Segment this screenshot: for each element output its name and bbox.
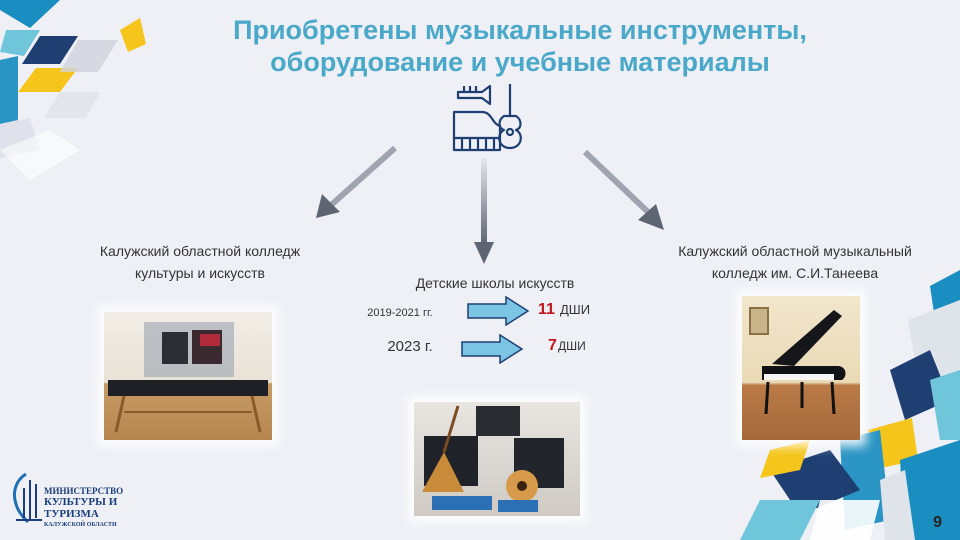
unit-row-2: ДШИ: [558, 339, 586, 353]
ministry-logo-text: МИНИСТЕРСТВО КУЛЬТУРЫ И ТУРИЗМА КАЛУЖСКО…: [44, 486, 124, 528]
arrow-right: [582, 149, 664, 230]
xylophone-accordions-image: [108, 322, 268, 433]
page-number: 9: [933, 514, 942, 531]
title-line-1: Приобретены музыкальные инструменты,: [233, 15, 807, 45]
right-college-name: Калужский областной музыкальный колледж …: [678, 243, 912, 281]
arrow-center: [474, 158, 494, 264]
left-photo-instruments: [104, 312, 272, 440]
blue-arrow-row-2: [461, 334, 524, 364]
ministry-emblem-icon: [12, 472, 42, 524]
period-row-2: 2023 г.: [387, 338, 433, 355]
count-row-1: 11: [538, 301, 555, 318]
center-schools-name: Детские школы искусств: [415, 275, 575, 291]
balalaika-accordion-image: [422, 405, 564, 512]
right-photo-grand-piano: [742, 296, 860, 440]
music-instruments-icon: [452, 84, 522, 152]
count-row-2: 7: [548, 337, 557, 354]
arrow-left: [316, 145, 397, 218]
piano-image: [749, 307, 846, 415]
title-line-2: оборудование и учебные материалы: [270, 47, 770, 77]
left-college-name: Калужский областной колледж культуры и и…: [99, 243, 301, 281]
blue-arrow-row-1: [467, 296, 530, 326]
unit-row-1: ДШИ: [560, 302, 591, 317]
center-photo-folk-instruments: [414, 402, 580, 516]
period-row-1: 2019-2021 гг.: [367, 307, 433, 319]
page-title: Приобретены музыкальные инструменты, обо…: [190, 14, 850, 78]
